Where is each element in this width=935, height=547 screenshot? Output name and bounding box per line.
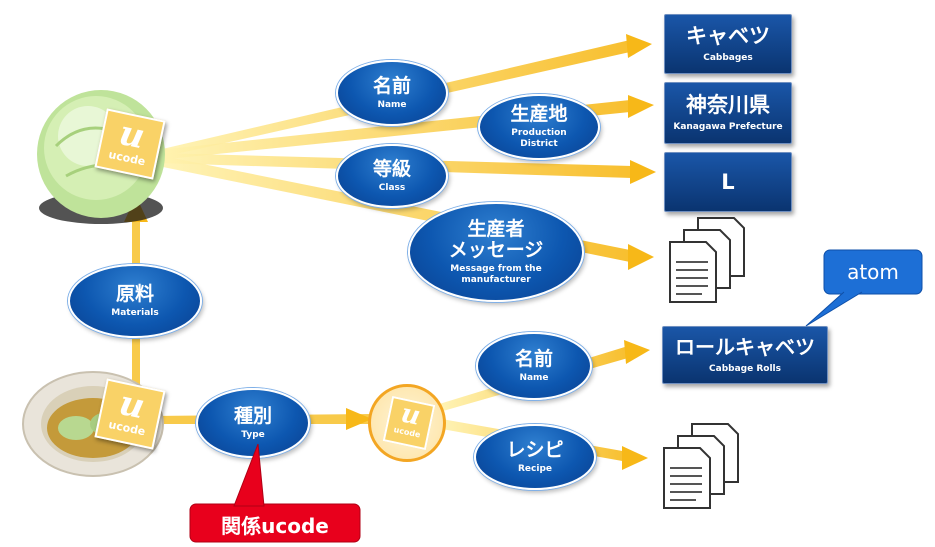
arrowhead-message xyxy=(628,244,654,270)
cabbage-ucode-tag[interactable]: u ucode xyxy=(94,108,166,180)
arrowhead-cabbages xyxy=(626,34,652,58)
value-class[interactable]: L xyxy=(664,152,792,212)
relation-ucode-callout-shape xyxy=(189,443,361,543)
document-stack-icon-message[interactable] xyxy=(664,214,748,306)
node-class[interactable]: 等級 Class xyxy=(336,144,448,208)
value-cabbage-rolls[interactable]: ロールキャベツ Cabbage Rolls xyxy=(662,326,828,384)
node-recipe[interactable]: レシピ Recipe xyxy=(474,424,596,490)
node-materials[interactable]: 原料 Materials xyxy=(68,264,202,338)
arrowhead-recipe-doc xyxy=(622,446,648,470)
value-cabbages[interactable]: キャベツ Cabbages xyxy=(664,14,792,74)
relation-ucode-callout[interactable]: 関係ucode xyxy=(221,513,329,538)
arrowhead-kanagawa xyxy=(628,95,654,118)
atom-callout[interactable]: atom xyxy=(847,260,899,284)
document-stack-icon-recipe[interactable] xyxy=(658,420,742,512)
node-name-top[interactable]: 名前 Name xyxy=(336,60,448,126)
value-kanagawa[interactable]: 神奈川県 Kanagawa Prefecture xyxy=(664,82,792,144)
arrowhead-class xyxy=(630,160,656,184)
center-ucode-circle[interactable]: u ucode xyxy=(368,384,446,462)
node-type[interactable]: 種別 Type xyxy=(196,388,310,458)
center-ucode-tag: u ucode xyxy=(382,395,436,451)
node-production-district[interactable]: 生産地 Production District xyxy=(478,94,600,160)
atom-callout-shape xyxy=(805,249,923,327)
arrowhead-cabbage-rolls xyxy=(624,340,650,364)
arrowhead-center-ucode xyxy=(346,408,372,430)
node-name-bottom[interactable]: 名前 Name xyxy=(476,332,592,400)
plate-ucode-tag[interactable]: u ucode xyxy=(94,378,166,450)
node-producer-message[interactable]: 生産者 メッセージ Message from the manufacturer xyxy=(408,202,584,302)
